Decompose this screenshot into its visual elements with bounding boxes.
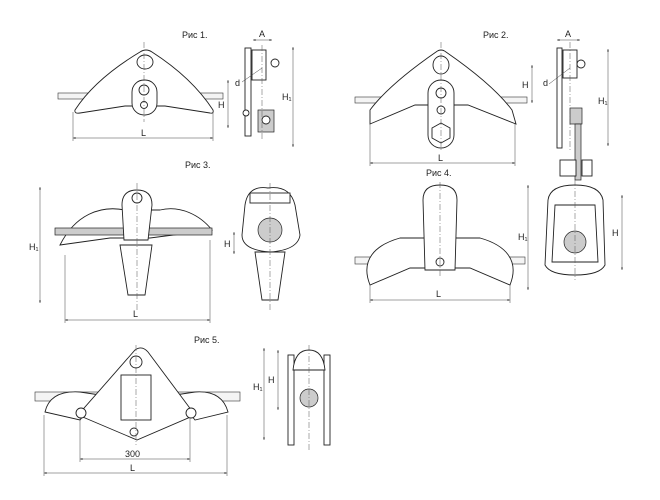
figure-5-caption: Рис 5. [194,335,220,345]
figure-1-diameter-label: d [235,78,240,88]
figure-3-length-label: L [133,309,138,319]
figure-4: Рис 4. L H₁ H [354,168,623,303]
figure-1-side-view [242,45,280,140]
figure-3-caption: Рис 3. [185,160,211,170]
figure-1-dimensions: L H H₁ A d [72,29,294,147]
figure-5-side-view [287,345,331,450]
figure-2: Рис 2. L H H₁ [354,29,609,181]
figure-2-diameter-label: d [543,78,548,88]
figure-1-caption: Рис 1. [182,30,208,40]
figure-5-height-total-label: H₁ [253,382,263,392]
figure-1: Рис 1. L H H₁ A [57,29,294,147]
figure-3-height-total-label: H₁ [29,242,39,252]
figure-2-side-view [556,42,593,181]
figure-5-spacing-label: 300 [125,449,140,459]
figure-1-width-label: A [259,29,265,39]
figure-4-caption: Рис 4. [426,168,452,178]
figure-2-width-label: A [565,29,571,39]
figure-4-height-total-label: H₁ [518,232,528,242]
figure-5: Рис 5. 300 L H₁ [34,335,331,476]
figure-1-length-label: L [141,128,146,138]
figure-1-height-label: H [218,100,225,110]
figure-5-height-label: H [268,375,275,385]
figure-4-length-label: L [436,289,441,299]
figure-3-front-view [54,183,213,310]
figure-3-side-view [241,183,301,310]
figure-2-dimensions: L H H₁ A d [369,29,609,166]
figure-3: Рис 3. L H₁ H [29,160,301,323]
figure-4-front-view [354,182,526,286]
figure-3-dimensions: L H₁ H [29,187,235,323]
figure-2-front-view [354,42,528,152]
figure-1-front-view [57,42,224,122]
figure-5-front-view [34,345,241,445]
figure-3-height-label: H [224,239,231,249]
figure-2-caption: Рис 2. [483,30,509,40]
figure-5-length-label: L [130,463,135,473]
figure-2-length-label: L [438,153,443,163]
figure-4-height-label: H [612,228,619,238]
figure-2-height-label: H [522,80,529,90]
figure-2-height-total-label: H₁ [598,96,608,106]
figure-1-height-total-label: H₁ [282,92,292,102]
figure-5-dimensions: 300 L H₁ H [43,348,279,476]
figure-4-dimensions: L H₁ H [369,185,623,303]
figure-4-side-view [544,180,606,280]
